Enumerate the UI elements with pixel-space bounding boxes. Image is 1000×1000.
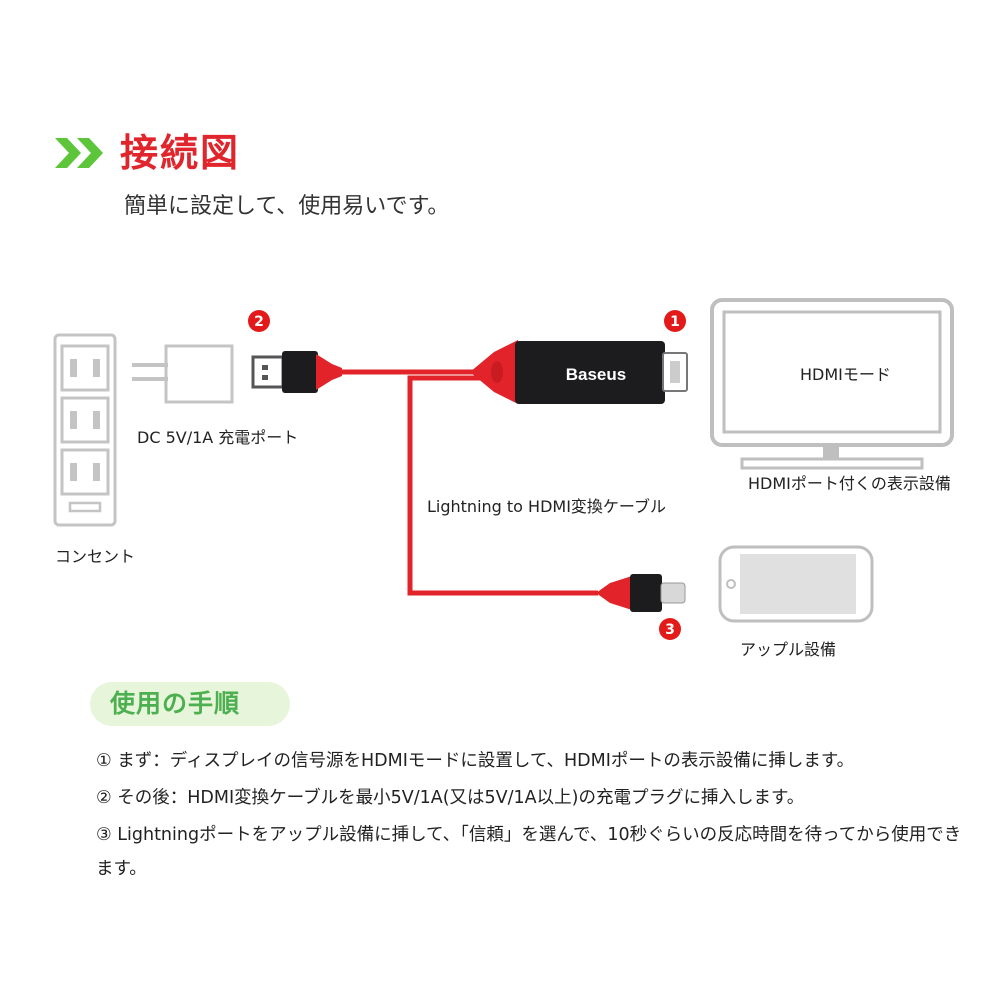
marker-2: 2 [248, 310, 270, 332]
svg-text:1: 1 [670, 314, 680, 330]
marker-3: 3 [659, 618, 681, 640]
connection-diagram: Baseus 2 1 3 [53, 298, 954, 640]
hdmi-plug-icon [470, 340, 688, 404]
page-subtitle: 簡単に設定して、使用易いです。 [124, 194, 450, 219]
monitor-icon [710, 298, 954, 470]
power-outlet-icon [53, 333, 117, 527]
svg-text:3: 3 [665, 622, 675, 638]
usb-plug-icon [251, 351, 342, 393]
apple-device-label: アップル設備 [740, 640, 837, 659]
cable-label: Lightning to HDMI変換ケーブル [427, 497, 666, 516]
usage-steps: ① まず：ディスプレイの信号源をHDMIモードに設置して、HDMIポートの表示設… [96, 744, 976, 889]
phone-icon [718, 545, 874, 623]
cable-wires [340, 369, 598, 596]
double-chevron-right-icon [55, 138, 103, 168]
usage-heading-pill [90, 682, 290, 726]
outlet-label: コンセント [55, 547, 136, 566]
hdmi-mode-label: HDMIモード [800, 365, 891, 384]
marker-1: 1 [664, 310, 686, 332]
display-device-label: HDMIポート付くの表示設備 [748, 474, 951, 493]
usb-power-adapter-icon [132, 344, 234, 404]
page-title: 接続図 [120, 131, 241, 175]
brand-logo: Baseus [566, 365, 626, 384]
usage-step-3: ③ Lightningポートをアップル設備に挿して、「信頼」を選んで、10秒ぐら… [96, 825, 962, 879]
usage-step-1: ① まず：ディスプレイの信号源をHDMIモードに設置して、HDMIポートの表示設… [96, 751, 855, 771]
lightning-plug-icon [596, 574, 686, 612]
dc-port-label: DC 5V/1A 充電ポート [137, 428, 299, 447]
svg-text:2: 2 [254, 314, 264, 330]
usage-heading: 使用の手順 [110, 689, 241, 718]
usage-step-2: ② その後：HDMI変換ケーブルを最小5V/1A(又は5V/1A以上)の充電プラ… [96, 788, 805, 808]
